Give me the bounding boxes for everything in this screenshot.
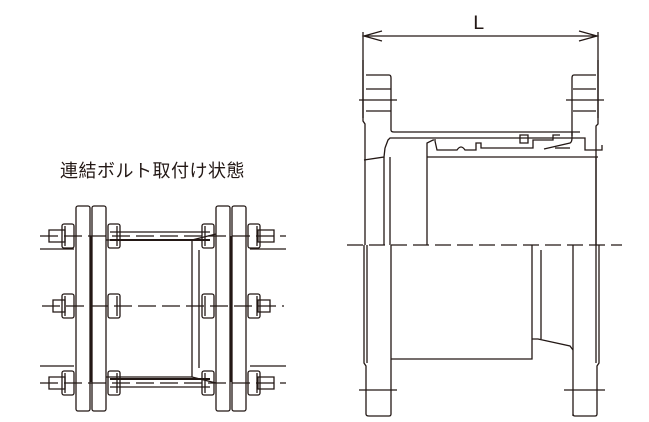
bolted-assembly-view	[40, 206, 286, 411]
sectional-view	[347, 31, 622, 416]
bolt-row-middle	[53, 294, 270, 318]
flange-plate-3	[216, 206, 230, 411]
inner-pipe	[427, 132, 598, 245]
left-flange-lower	[359, 245, 397, 416]
bolt-row-bottom	[49, 371, 274, 395]
length-dimension-label: L	[473, 12, 484, 34]
flange-plate-1	[76, 206, 90, 411]
flange-plate-2	[92, 206, 106, 411]
bolt-row-top	[49, 224, 274, 248]
bolted-assembly-caption: 連結ボルト取付け状態	[60, 161, 245, 182]
dimension-L	[363, 31, 598, 118]
right-flange	[566, 60, 604, 245]
lower-body	[391, 245, 605, 416]
flange-plate-4	[232, 206, 246, 411]
left-flange	[359, 60, 602, 245]
